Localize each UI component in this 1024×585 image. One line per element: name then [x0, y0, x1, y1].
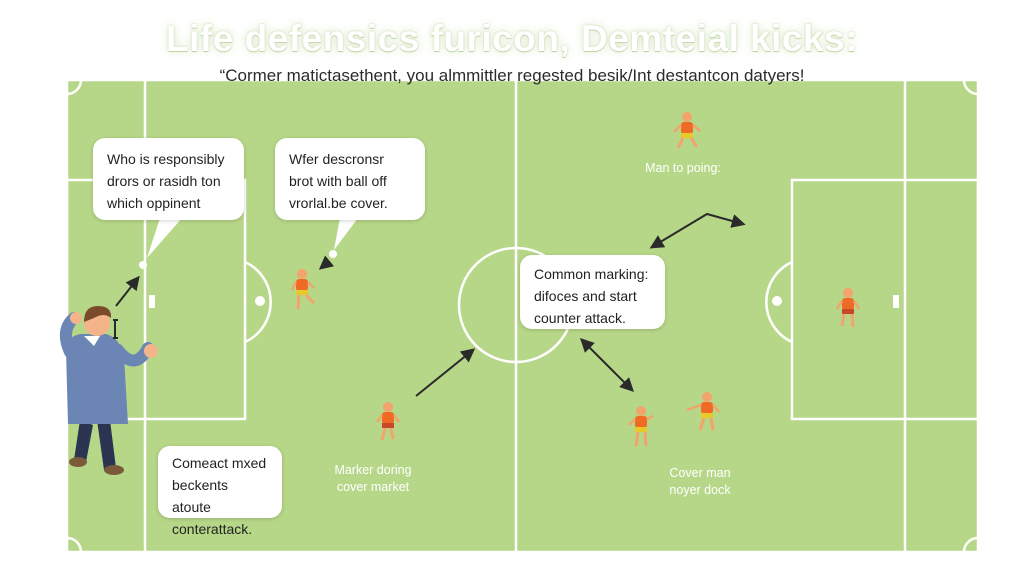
- player-right-box: [835, 288, 861, 328]
- left-penalty-spot: [255, 296, 265, 306]
- bubble-line: Who is responsibly: [107, 151, 225, 167]
- arrow-double-marking: [580, 338, 634, 392]
- label-line: Marker doring: [334, 463, 412, 477]
- bubble-line: Comeact mxed: [172, 455, 267, 471]
- speech-bubble-top-mid: Wfer descronsr brot with ball off vrorla…: [275, 138, 425, 220]
- label-line: Cover man: [669, 466, 731, 480]
- speech-bubble-center: Common marking: difoces and start counte…: [520, 255, 665, 329]
- bubble-line: Common marking:: [534, 266, 649, 282]
- arrow-zigzag-run: [649, 212, 746, 249]
- page-title: Life defensics furicon, Demteial kicks:: [166, 18, 858, 59]
- bubble-tail-dot-left: [139, 261, 147, 269]
- label-line: cover market: [336, 480, 410, 494]
- bubble-line: conterattack.: [172, 521, 253, 537]
- pitch-markings: [65, 78, 980, 554]
- player-right-pair-1: [628, 406, 654, 447]
- arrow-coach-to-bubble: [115, 275, 140, 307]
- bubble-line: difoces and start: [534, 288, 637, 304]
- coach-figure: [59, 306, 158, 475]
- bubble-line: beckents atoute: [172, 477, 229, 515]
- bubble-line: counter attack.: [534, 310, 626, 326]
- player-top-center: [673, 112, 701, 149]
- player-center-bottom: [375, 402, 401, 441]
- speech-bubble-top-left: Who is responsibly drors or rasidh ton w…: [93, 138, 244, 220]
- label-cover-man: Cover man noyer dock: [645, 465, 755, 499]
- arrow-small-pointer: [318, 255, 335, 270]
- bubble-line: Wfer descronsr: [289, 151, 384, 167]
- bubble-tail-top-mid: [334, 218, 358, 250]
- bubble-line: vrorlal.be cover.: [289, 195, 388, 211]
- bubble-tail-dot-mid: [329, 250, 337, 258]
- arrow-center-pass: [415, 348, 476, 397]
- label-man-to-poing: Man to poing:: [645, 161, 721, 175]
- right-penalty-spot: [772, 296, 782, 306]
- label-line: noyer dock: [669, 483, 731, 497]
- left-goal-mark: [149, 295, 155, 308]
- right-goal-mark: [893, 295, 899, 308]
- player-right-pair-2: [686, 392, 720, 431]
- speech-bubble-bottom-left: Comeact mxed beckents atoute conterattac…: [158, 446, 282, 537]
- player-left-runner: [290, 269, 316, 310]
- label-marker-doring: Marker doring cover market: [318, 462, 428, 496]
- page-subtitle: “Cormer matictasethent, you almmittler r…: [219, 66, 805, 85]
- bubble-tail-top-left: [147, 218, 182, 258]
- bubble-line: drors or rasidh ton: [107, 173, 221, 189]
- bubble-line: which oppinent: [107, 195, 201, 211]
- bubble-line: brot with ball off: [289, 173, 387, 189]
